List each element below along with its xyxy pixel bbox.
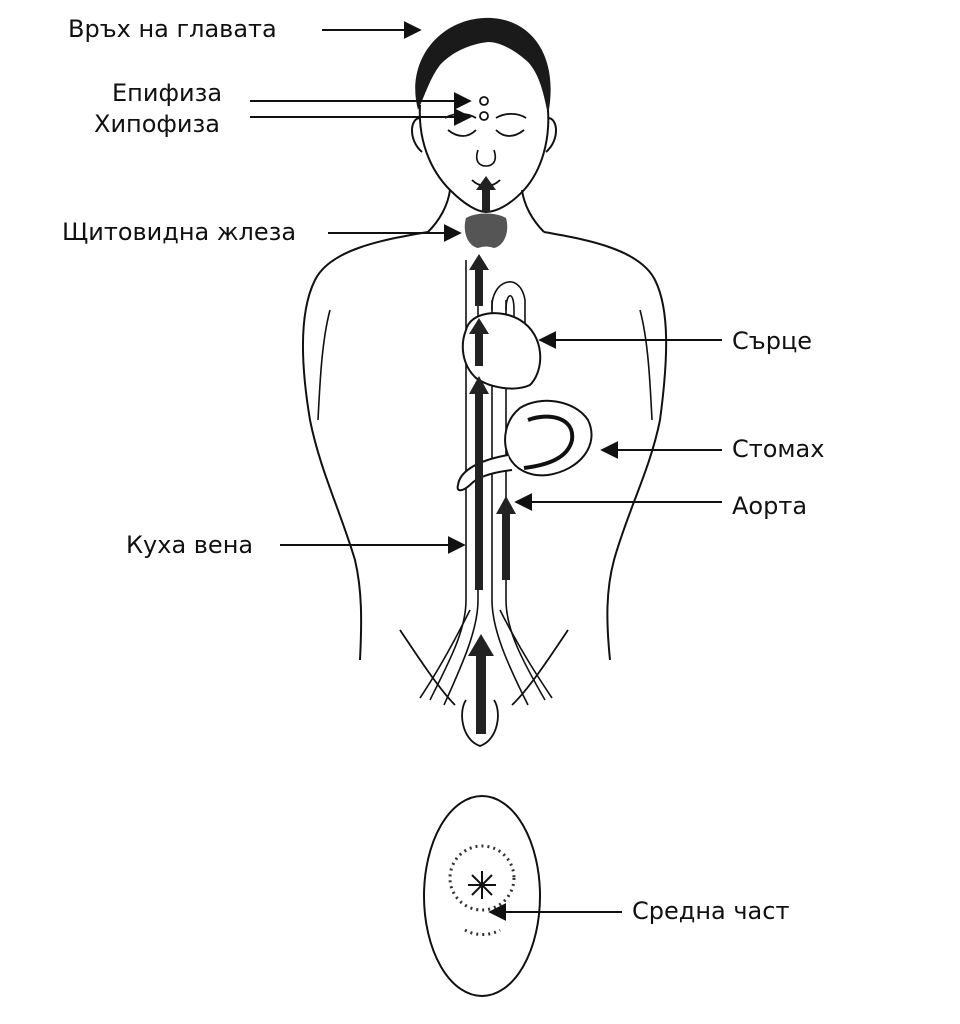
aortic-arch-inner — [505, 294, 515, 330]
stomach — [504, 399, 593, 477]
left-eye — [447, 129, 477, 137]
aortic-arch — [491, 281, 526, 330]
right-ear — [545, 117, 557, 153]
label-heart: Сърце — [732, 327, 813, 355]
left-arm-line — [317, 309, 331, 421]
flow-arrow-head — [468, 634, 494, 656]
aorta-left — [491, 300, 529, 706]
flow-arrows — [468, 176, 516, 734]
groin-right — [511, 629, 569, 706]
center-dotted-ring — [448, 844, 516, 912]
flow-arrow-head — [469, 254, 489, 270]
label-crown: Връх на главата — [68, 15, 277, 43]
vessel-left-leg — [419, 609, 471, 699]
torso-left — [302, 231, 429, 661]
heart — [461, 312, 542, 390]
thyroid — [464, 213, 508, 248]
hair — [415, 17, 551, 115]
right-eye — [495, 129, 525, 137]
nose — [475, 149, 497, 167]
flow-arrow-shaft — [475, 390, 483, 590]
flow-arrow-shaft — [475, 330, 483, 366]
label-stomach: Стомах — [732, 435, 825, 463]
center-oval — [423, 795, 541, 997]
right-arm-line — [639, 309, 653, 421]
flow-arrow-shaft — [482, 186, 490, 212]
label-thyroid: Щитовидна жлеза — [62, 218, 297, 246]
pituitary-dot — [479, 111, 489, 121]
groin-left — [399, 629, 456, 706]
label-pituitary: Хипофиза — [94, 110, 220, 138]
flow-arrow-head — [476, 176, 496, 190]
torso-right — [543, 231, 668, 661]
neck-right — [521, 189, 545, 233]
label-aorta: Аорта — [732, 492, 808, 520]
flow-arrow-shaft — [502, 512, 510, 580]
vessel-right-leg — [499, 609, 553, 699]
flow-arrow-head — [469, 376, 489, 394]
vena-cava — [429, 260, 467, 701]
flow-arrow-head — [469, 318, 489, 334]
stomach-inner — [523, 414, 575, 470]
pineal-dot — [479, 96, 489, 106]
center-dotted-arc — [464, 928, 501, 936]
genital-outline — [461, 699, 499, 747]
left-ear — [411, 117, 423, 153]
label-vena-cava: Куха вена — [126, 531, 254, 559]
flow-arrow-shaft — [475, 266, 483, 306]
flow-arrow-shaft — [476, 652, 486, 734]
vena-cava-2 — [443, 260, 479, 706]
label-pineal: Епифиза — [112, 79, 223, 107]
neck-left — [427, 189, 451, 233]
flow-arrow-head — [496, 496, 516, 514]
center-star — [468, 871, 496, 899]
aorta-right — [505, 300, 546, 701]
label-center: Средна част — [632, 897, 790, 925]
right-brow — [495, 112, 527, 119]
